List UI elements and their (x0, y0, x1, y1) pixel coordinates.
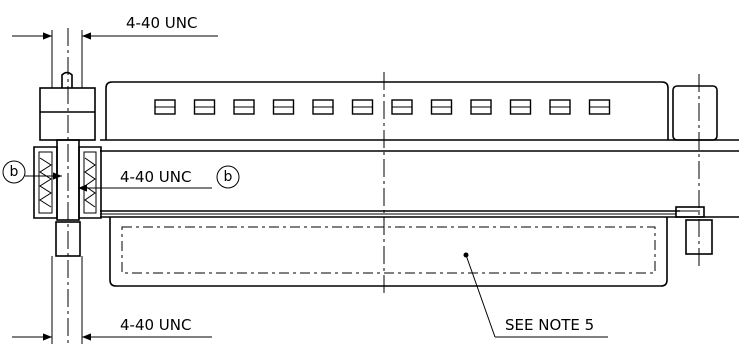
dimension-middle: b 4-40 UNC b (2, 160, 240, 192)
note-leader: SEE NOTE 5 (463, 252, 608, 338)
left-screw-lock (33, 28, 102, 345)
note-label: SEE NOTE 5 (505, 316, 594, 334)
contact-slots (154, 99, 611, 115)
connector-body (100, 81, 739, 287)
thread-label-middle: 4-40 UNC (120, 168, 191, 186)
dimension-bottom: 4-40 UNC (12, 256, 212, 344)
callout-left: b (10, 164, 19, 180)
right-screw-lock (672, 74, 718, 268)
thread-label-top: 4-40 UNC (126, 14, 197, 32)
callout-middle: b (224, 169, 233, 185)
dimension-top: 4-40 UNC (12, 14, 218, 88)
thread-label-bottom: 4-40 UNC (120, 316, 191, 334)
